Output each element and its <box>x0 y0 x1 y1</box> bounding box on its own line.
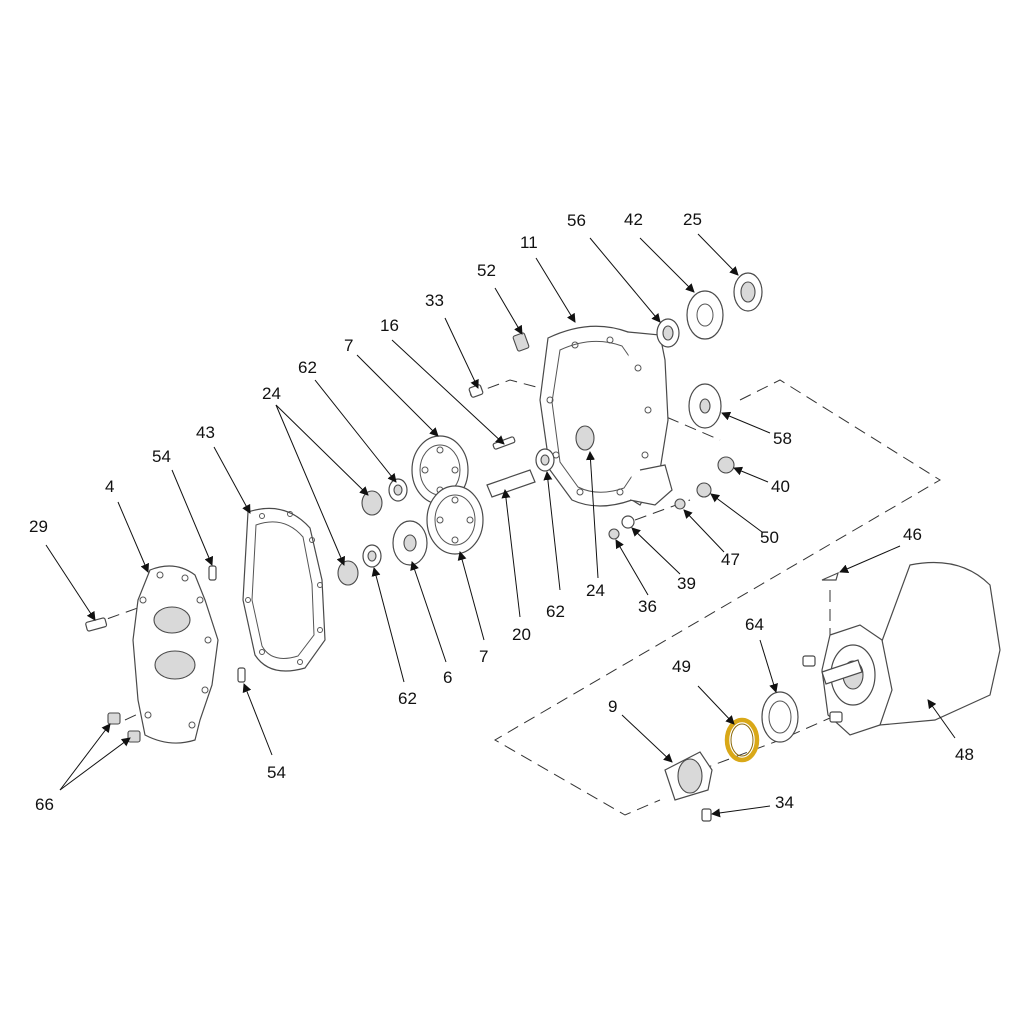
callout-9: 9 <box>608 697 617 716</box>
washer-58 <box>688 383 722 429</box>
callout-4: 4 <box>105 477 114 496</box>
callout-66: 66 <box>35 795 54 814</box>
pin-16 <box>492 436 516 450</box>
seal-62-lower <box>362 544 382 568</box>
motor-48 <box>802 561 1001 736</box>
assembly-axis-lines <box>89 379 941 816</box>
callout-46: 46 <box>903 525 922 544</box>
screw-34 <box>701 808 712 822</box>
spacer-64 <box>761 691 799 743</box>
nut-36 <box>608 528 620 540</box>
callout-20: 20 <box>512 625 531 644</box>
callout-42: 42 <box>624 210 643 229</box>
nut-66-lower <box>127 730 141 743</box>
callout-33: 33 <box>425 291 444 310</box>
end-cover-plate <box>132 565 219 744</box>
washer-39 <box>621 515 635 529</box>
callout-24-right: 24 <box>586 581 605 600</box>
pin-54-lower <box>237 667 246 683</box>
callout-52: 52 <box>477 261 496 280</box>
key-46 <box>821 571 839 581</box>
screw-29 <box>85 617 108 632</box>
gear-7-lower <box>426 485 484 555</box>
callout-16: 16 <box>380 316 399 335</box>
callout-25: 25 <box>683 210 702 229</box>
seal-56 <box>656 318 680 348</box>
callout-36: 36 <box>638 597 657 616</box>
callout-54-lower: 54 <box>267 763 286 782</box>
callout-labels: 29 4 54 43 24 62 7 16 33 52 11 56 42 25 … <box>29 210 974 814</box>
leader-lines <box>45 233 956 818</box>
ring-49-highlighted <box>724 717 760 763</box>
fitting-40 <box>717 456 735 474</box>
gear-6 <box>392 520 428 566</box>
bearing-25 <box>733 272 763 312</box>
plug-52 <box>512 332 530 352</box>
callout-62-lower: 62 <box>398 689 417 708</box>
seal-62-housing <box>535 448 555 472</box>
callout-49: 49 <box>672 657 691 676</box>
callout-7-lower: 7 <box>479 647 488 666</box>
callout-40: 40 <box>771 477 790 496</box>
gasket <box>242 507 326 672</box>
coupler-9 <box>664 751 713 801</box>
bearing-24-upper <box>361 490 383 516</box>
screw-33 <box>468 384 484 398</box>
shaft-20 <box>486 469 536 498</box>
callout-58: 58 <box>773 429 792 448</box>
callout-47: 47 <box>721 550 740 569</box>
callout-64: 64 <box>745 615 764 634</box>
nut-47 <box>674 498 686 510</box>
callout-29: 29 <box>29 517 48 536</box>
callout-6: 6 <box>443 668 452 687</box>
callout-50: 50 <box>760 528 779 547</box>
pin-54-upper <box>208 565 217 581</box>
callout-24-left: 24 <box>262 384 281 403</box>
callout-54-upper: 54 <box>152 447 171 466</box>
fitting-50 <box>696 482 712 498</box>
gear-housing <box>539 325 673 507</box>
callout-39: 39 <box>677 574 696 593</box>
callout-62-upper: 62 <box>298 358 317 377</box>
nut-66-upper <box>107 712 121 725</box>
callout-11: 11 <box>520 233 538 252</box>
callout-62-housing: 62 <box>546 602 565 621</box>
callout-43: 43 <box>196 423 215 442</box>
seal-62-upper <box>388 478 408 502</box>
bearing-24-lower <box>337 560 359 586</box>
callout-48: 48 <box>955 745 974 764</box>
callout-56: 56 <box>567 211 586 230</box>
callout-7-upper: 7 <box>344 336 353 355</box>
retainer-plate-42 <box>686 290 724 340</box>
callout-34: 34 <box>775 793 794 812</box>
